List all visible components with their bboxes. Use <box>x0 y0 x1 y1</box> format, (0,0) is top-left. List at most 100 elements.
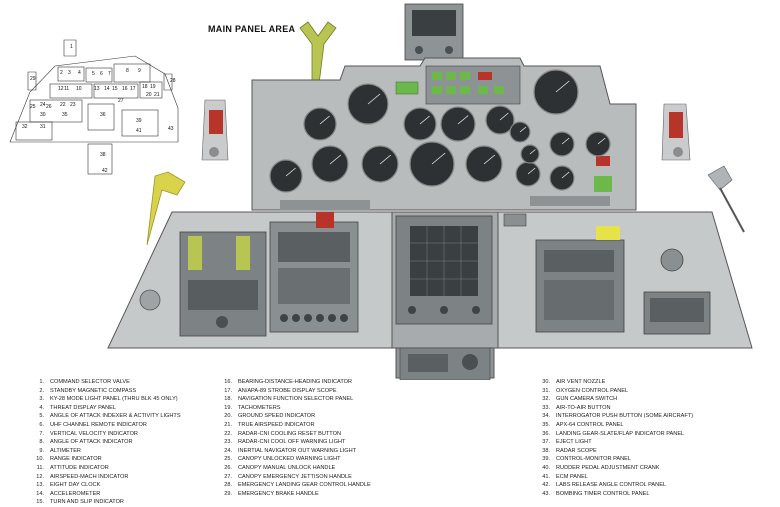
gauge-needle <box>597 137 606 145</box>
gauge-needle <box>285 167 296 177</box>
legend-text: LANDING GEAR-SLATE/FLAP INDICATOR PANEL <box>556 430 685 437</box>
legend-item: 21.TRUE AIRSPEED INDICATOR <box>216 421 371 430</box>
key-map-box <box>49 83 93 99</box>
gauge-needle <box>379 154 392 165</box>
upper-main-panel <box>251 57 637 211</box>
emergency-gear-handle <box>146 171 186 246</box>
key-map-number: 42 <box>102 168 108 174</box>
legend-item: 12.AIRSPEED-MACH INDICATOR <box>28 473 181 482</box>
legend-number: 28. <box>224 482 232 489</box>
legend-number: 5. <box>39 413 44 420</box>
key-map-number: 25 <box>30 104 36 110</box>
legend-number: 11. <box>36 464 44 471</box>
key-map-number: 28 <box>170 78 176 84</box>
gear-indicator <box>594 176 612 192</box>
key-map-number: 11 <box>64 86 69 92</box>
legend-number: 37. <box>542 439 550 446</box>
legend-number: 42. <box>542 482 550 489</box>
canopy-handle <box>299 21 337 93</box>
threat-display-panel <box>425 65 521 105</box>
key-map-number: 35 <box>62 112 68 118</box>
legend-item: 30.AIR VENT NOZZLE <box>534 378 693 387</box>
key-map-number: 29 <box>30 76 36 82</box>
key-map-number: 7 <box>108 71 111 77</box>
legend-number: 39. <box>542 456 550 463</box>
key-map-box <box>93 83 139 99</box>
legend-text: INTERROGATOR PUSH BUTTON (SOME AIRCRAFT) <box>556 413 694 420</box>
key-map-box <box>113 63 151 83</box>
legend-item: 29.EMERGENCY BRAKE HANDLE <box>216 490 371 499</box>
legend-number: 33. <box>542 404 550 411</box>
legend-item: 25.CANOPY UNLOCKED WARNING LIGHT <box>216 455 371 464</box>
legend-number: 19. <box>224 404 232 411</box>
legend-text: RADAR-CNI COOL OFF WARNING LIGHT <box>238 439 346 446</box>
legend-item: 16.BEARING-DISTANCE-HEADING INDICATOR <box>216 378 371 387</box>
key-map-number: 27 <box>118 98 124 104</box>
key-map-outline <box>9 55 179 143</box>
legend-item: 27.CANOPY EMERGENCY JETTISON HANDLE <box>216 473 371 482</box>
key-map-number: 23 <box>70 102 76 108</box>
key-map-box <box>163 73 173 91</box>
radar-scope <box>395 215 493 325</box>
legend-item: 28. EMERGENCY LANDING GEAR CONTROL HANDLE <box>216 481 371 490</box>
key-map-number: 15 <box>112 86 118 92</box>
key-map-number: 10 <box>76 86 82 92</box>
key-map-box <box>29 99 83 123</box>
key-map-number: 5 <box>92 71 95 77</box>
gauge-needle <box>561 137 570 145</box>
legend-text: ANGLE OF ATTACK INDICATOR <box>50 439 133 446</box>
legend-item: 1.COMMAND SELECTOR VALVE <box>28 378 181 387</box>
emergency-brake-handle <box>707 165 745 233</box>
legend-text: TRUE AIRSPEED INDICATOR <box>238 421 315 428</box>
gauge-needle <box>419 115 430 125</box>
control-monitor-panel <box>399 347 491 380</box>
legend-item: 5.ANGLE OF ATTACK INDEXER & ACTIVITY LIG… <box>28 412 180 421</box>
key-map-number: 36 <box>100 112 106 118</box>
legend-text: APX-64 CONTROL PANEL <box>556 421 624 428</box>
legend-item: 31.OXYGEN CONTROL PANEL <box>534 387 693 396</box>
legend-number: 41. <box>542 473 550 480</box>
key-map-box <box>15 121 53 141</box>
legend-number: 8. <box>39 439 44 446</box>
legend-number: 35. <box>542 421 550 428</box>
caution-placard <box>280 200 370 210</box>
key-map-number: 43 <box>168 126 174 132</box>
legend-text: INERTIAL NAVIGATOR OUT WARNING LIGHT <box>238 447 357 454</box>
legend-text: BOMBING TIMER CONTROL PANEL <box>556 490 650 497</box>
legend-text: AIRSPEED-MACH INDICATOR <box>50 473 129 480</box>
legend-text: AN/APA-89 STROBE DISPLAY SCOPE <box>238 387 337 394</box>
legend-number: 24. <box>224 447 232 454</box>
legend-item: 17.AN/APA-89 STROBE DISPLAY SCOPE <box>216 387 371 396</box>
legend-number: 20. <box>224 413 232 420</box>
legend-item: 9.ALTIMETER <box>28 447 181 456</box>
key-map-box <box>139 81 163 99</box>
legend-item: 11. ATTITUDE INDICATOR <box>28 464 181 473</box>
legend-item: 23.RADAR-CNI COOL OFF WARNING LIGHT <box>216 438 371 447</box>
legend-text: RADAR-CNI COOLING RESET BUTTON <box>238 430 341 437</box>
legend-item: 35. APX-64 CONTROL PANEL <box>534 421 693 430</box>
legend-text: ATTITUDE INDICATOR <box>50 464 109 471</box>
legend-item: 3.KY-28 MODE LIGHT PANEL (THRU BLK 45 ON… <box>28 395 181 404</box>
key-map-number: 32 <box>22 124 28 130</box>
rudder-pedal-crank <box>660 248 684 272</box>
key-map-number: 16 <box>122 86 128 92</box>
legend-text: RUDDER PEDAL ADJUSTMENT CRANK <box>556 464 660 471</box>
gauge-needle <box>519 126 527 133</box>
legend-text: GUN CAMERA SWITCH <box>556 396 618 403</box>
air-vent-nozzle <box>139 289 161 311</box>
key-map <box>9 39 179 175</box>
legend-number: 4. <box>39 404 44 411</box>
legend-text: OXYGEN CONTROL PANEL <box>556 387 629 394</box>
legend-item: 41.ECM PANEL <box>534 473 693 482</box>
canopy-placard <box>530 196 610 206</box>
legend-number: 38. <box>542 447 550 454</box>
standby-compass <box>404 3 464 61</box>
legend-number: 18. <box>224 396 232 403</box>
key-map-number: 13 <box>94 86 100 92</box>
legend-text: EMERGENCY LANDING GEAR CONTROL HANDLE <box>238 482 371 489</box>
legend-number: 1. <box>39 379 44 385</box>
legend-number: 36. <box>542 430 550 437</box>
legend-item: 43.BOMBING TIMER CONTROL PANEL <box>534 490 693 499</box>
